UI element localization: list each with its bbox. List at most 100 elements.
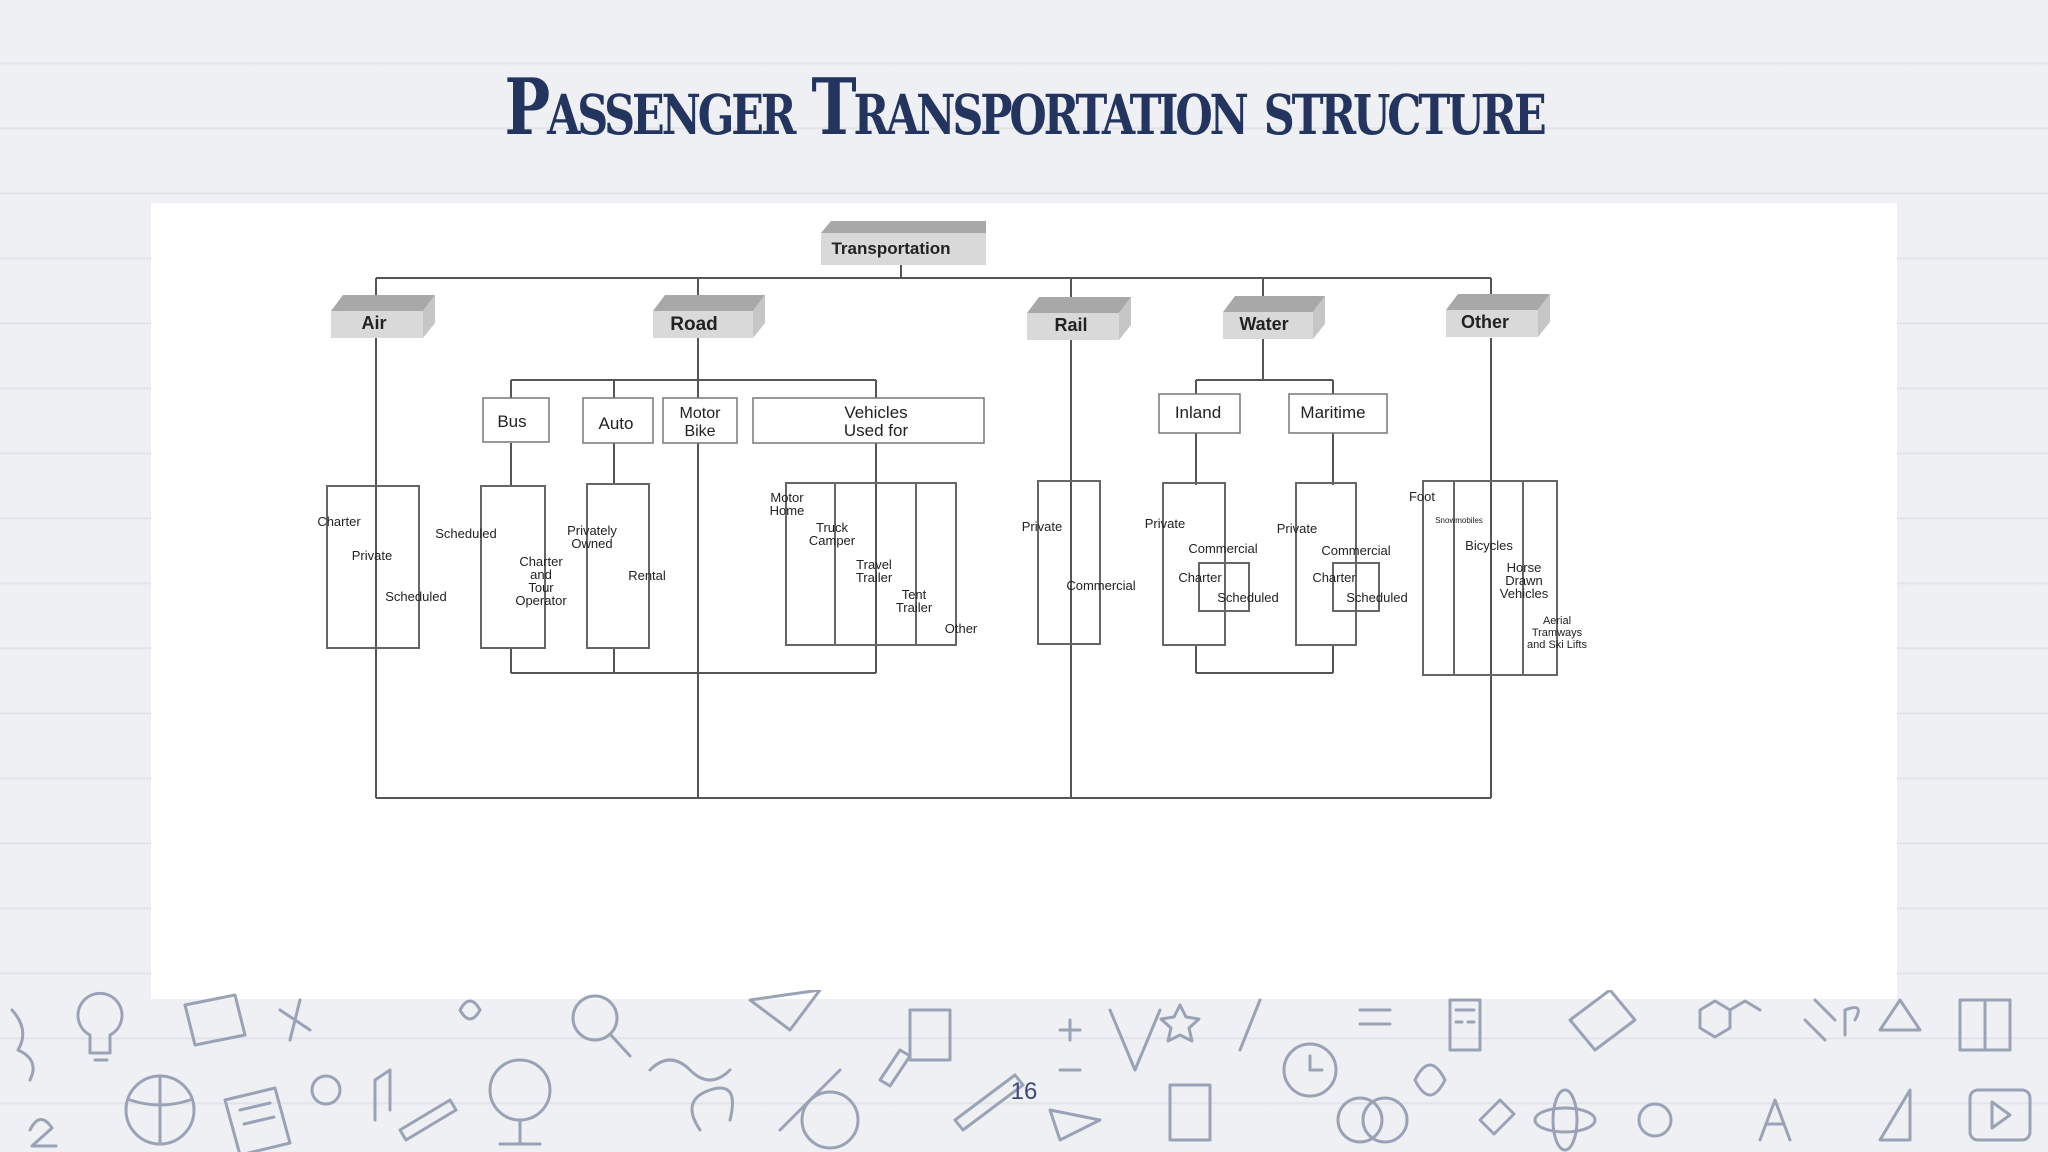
play-screen-doodle-icon xyxy=(1968,1088,2032,1142)
truck-camper-label-1: Truck xyxy=(816,520,849,535)
school-doodle-border xyxy=(10,990,2032,1152)
road-label: Road xyxy=(670,314,718,335)
maritime-label: Maritime xyxy=(1300,403,1365,422)
diagram-panel: Transportation Air Road Rail Water Other… xyxy=(151,203,1897,999)
leaf-doodle-icon xyxy=(1413,1063,1447,1097)
air-label: Air xyxy=(361,313,386,333)
page-number: 16 xyxy=(1010,1078,1038,1105)
scissors-doodle-icon xyxy=(278,998,312,1042)
motor-bike-box xyxy=(662,397,738,444)
motor-bike-label-1: Motor xyxy=(680,405,722,422)
snowmobiles-label: Snowmobiles xyxy=(1435,516,1483,525)
maritime-commercial-label: Commercial xyxy=(1321,543,1390,558)
slide-title: Passenger Transportation structure xyxy=(504,62,1546,153)
water-category-box xyxy=(1223,296,1325,339)
paper-clip-doodle-icon xyxy=(310,1074,342,1106)
vehicles-label-2: Used for xyxy=(844,421,909,440)
plus-doodle-icon xyxy=(1058,1018,1082,1072)
bicycles-label: Bicycles xyxy=(1465,538,1513,553)
inland-charter-label: Charter xyxy=(1178,570,1222,585)
pushpin-doodle-icon xyxy=(1803,998,1837,1042)
mode-boxes xyxy=(482,393,1388,444)
bus-charter-label-1: Charter xyxy=(519,554,563,569)
bus-charter-label-3: Tour xyxy=(528,580,554,595)
music-doodle-icon xyxy=(1843,1006,1860,1037)
bus-label: Bus xyxy=(497,412,526,431)
tent-trailer-label-1: Tent xyxy=(902,587,927,602)
lightbulb-doodle-icon xyxy=(76,991,124,1062)
aerial-label-2: Tramways xyxy=(1532,627,1583,639)
diagram-labels: Transportation Air Road Rail Water Other… xyxy=(317,239,1587,651)
number-five-doodle-icon xyxy=(458,999,482,1021)
inland-label: Inland xyxy=(1175,403,1221,422)
venn-doodle-icon xyxy=(1336,1096,1384,1144)
other-category-box xyxy=(1446,294,1550,337)
bus-scheduled-label: Scheduled xyxy=(435,526,496,541)
book-doodle-icon xyxy=(908,1008,952,1062)
apple-doodle-icon xyxy=(1637,1102,1673,1138)
glasses-doodle-icon xyxy=(648,1058,732,1082)
air-private-label: Private xyxy=(352,548,392,563)
magnifier-doodle-icon xyxy=(571,994,619,1042)
compass-doodle-icon xyxy=(1108,1008,1162,1072)
eraser-doodle-icon xyxy=(1478,1098,1516,1136)
vehicles-box xyxy=(752,397,985,444)
rail-commercial-label: Commercial xyxy=(1066,578,1135,593)
travel-trailer-label-1: Travel xyxy=(856,557,892,572)
auto-label: Auto xyxy=(599,414,634,433)
maritime-scheduled-label: Scheduled xyxy=(1346,590,1407,605)
calculator-doodle-icon xyxy=(223,1086,292,1152)
letter-a-doodle-icon xyxy=(1758,1098,1792,1142)
calculator-small-doodle-icon xyxy=(1448,998,1482,1052)
bus-charter-label-4: Operator xyxy=(515,593,567,608)
bus-charter-label-2: and xyxy=(530,567,552,582)
maritime-private-label: Private xyxy=(1277,521,1317,536)
water-label: Water xyxy=(1239,314,1288,334)
open-book-doodle-icon xyxy=(1958,998,2012,1052)
inland-box xyxy=(1158,393,1241,434)
motor-home-label-1: Motor xyxy=(770,490,804,505)
palette-doodle-icon xyxy=(800,1090,860,1150)
clock-doodle-icon xyxy=(1282,1042,1338,1098)
aerial-label-3: and Ski Lifts xyxy=(1527,639,1587,651)
inland-scheduled-label: Scheduled xyxy=(1217,590,1278,605)
vehicles-label-1: Vehicles xyxy=(844,403,907,422)
air-category-box xyxy=(331,295,435,338)
subtype-panels xyxy=(326,480,1558,676)
other-label: Other xyxy=(1461,312,1509,332)
horse-drawn-label-1: Horse xyxy=(1507,560,1542,575)
aerial-label-1: Aerial xyxy=(1543,615,1571,627)
test-tube-doodle-icon xyxy=(878,1048,912,1088)
notebook-doodle-icon xyxy=(183,993,247,1047)
atom-doodle-icon xyxy=(1533,1106,1597,1134)
truck-camper-label-2: Camper xyxy=(809,533,856,548)
auto-rental-label: Rental xyxy=(628,568,666,583)
auto-private-label-2: Owned xyxy=(571,536,612,551)
vehicle-other-label: Other xyxy=(945,621,978,636)
pencil-doodle-icon xyxy=(398,1098,458,1142)
pen-doodle-icon xyxy=(1238,998,1262,1052)
maritime-box xyxy=(1288,393,1388,434)
horse-drawn-label-3: Vehicles xyxy=(1500,586,1549,601)
bus-box xyxy=(482,397,550,443)
diagram-connectors xyxy=(375,265,1492,799)
road-category-box xyxy=(653,295,765,338)
motor-home-label-2: Home xyxy=(770,503,805,518)
motor-bike-label-2: Bike xyxy=(684,423,715,440)
equals-doodle-icon xyxy=(1358,1008,1392,1026)
maritime-charter-label: Charter xyxy=(1312,570,1356,585)
flask-doodle-icon xyxy=(1878,998,1922,1032)
root-label: Transportation xyxy=(831,239,950,258)
travel-trailer-label-2: Trailer xyxy=(856,570,893,585)
music-note-doodle-icon xyxy=(373,1068,392,1122)
globe-doodle-icon xyxy=(488,1058,552,1122)
inland-private-label: Private xyxy=(1145,516,1185,531)
rail-private-label: Private xyxy=(1022,519,1062,534)
auto-box xyxy=(582,397,654,444)
dna-doodle-icon xyxy=(10,1008,35,1082)
number-two-doodle-icon xyxy=(28,1118,58,1148)
inland-commercial-label: Commercial xyxy=(1188,541,1257,556)
transportation-root-box xyxy=(821,221,986,265)
rail-category-box xyxy=(1027,297,1131,340)
tent-trailer-label-2: Trailer xyxy=(896,600,933,615)
